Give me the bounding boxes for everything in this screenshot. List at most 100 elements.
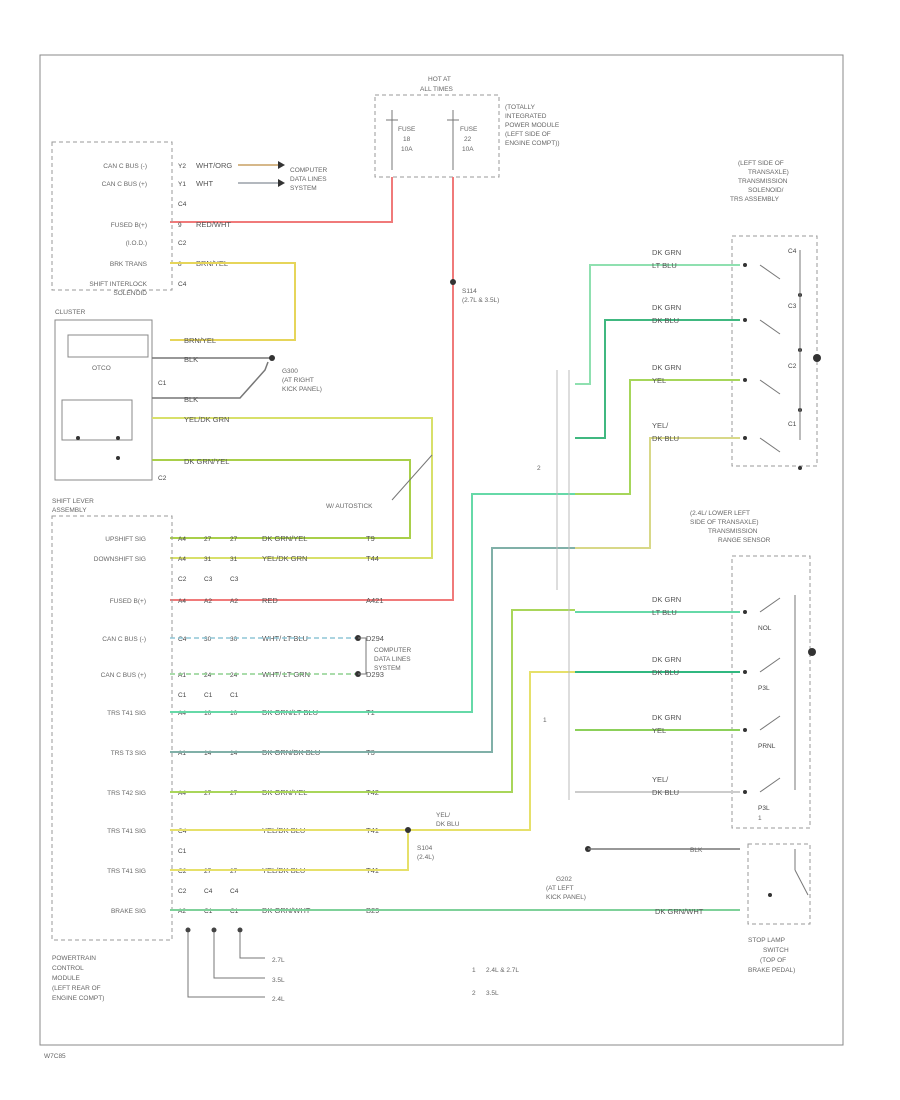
autostick-label: W/ AUTOSTICK — [326, 503, 373, 510]
pcm-row-pin: 24 — [230, 672, 238, 679]
solenoid-wire — [575, 437, 740, 549]
fuse-box-title-line1: HOT AT — [428, 76, 451, 83]
pcm-row-pin: 27 — [230, 868, 238, 875]
cluster-outline — [54, 319, 153, 481]
pcm-row-circuit: T9 — [366, 534, 375, 543]
pcm-row-pin: 30 — [204, 636, 212, 643]
range-sensor-wire-color1: DK GRN — [652, 655, 681, 664]
solenoid-wire — [575, 379, 740, 495]
cluster-wire-0: BRN/YEL — [184, 336, 216, 345]
sol-title-2: TRANSAXLE) — [748, 169, 789, 176]
pcm-row-pin: C2 — [178, 576, 187, 583]
pcm-title-3: MODULE — [52, 975, 80, 982]
pcm-row-pin: C4 — [178, 636, 187, 643]
top-row-pin: C2 — [178, 240, 187, 247]
pcm-row-pin: 24 — [204, 672, 212, 679]
pcm-row-pin: 10 — [230, 710, 238, 717]
pcm-row-pin: C4 — [204, 888, 213, 895]
splice-s104-note: (2.4L) — [417, 854, 434, 861]
solenoid-wire-color2: YEL — [652, 376, 666, 385]
splice-s114-dot — [450, 279, 456, 285]
data-line-arrow-1 — [278, 161, 285, 169]
range-sensor-outline — [731, 555, 811, 829]
top-computer-line3: SYSTEM — [290, 185, 317, 192]
pcm-row-pin: C1 — [204, 908, 213, 915]
pcm-title-1: POWERTRAIN — [52, 955, 96, 962]
solenoid-wire-color2: LT BLU — [652, 261, 677, 270]
pcm-leg-2: 3.5L — [272, 977, 285, 984]
rs-title-1: (2.4L/ LOWER LEFT — [690, 510, 750, 517]
pcm-row-pin: C2 — [178, 868, 187, 875]
cluster-coil-box — [67, 334, 149, 358]
pcm-row-pin: 31 — [230, 556, 238, 563]
pcm-row-pin: C3 — [204, 576, 213, 583]
top-row-label: SHIFT INTERLOCK — [89, 281, 147, 288]
module-line1: (TOTALLY — [505, 104, 536, 111]
pcm-row-pin: C1 — [204, 692, 213, 699]
top-row-label: CAN C BUS (+) — [102, 181, 147, 188]
pcm-row-pin: 27 — [230, 536, 238, 543]
solenoid-switch-label: C3 — [788, 303, 797, 310]
stop-lamp-title-3: (TOP OF — [760, 957, 786, 964]
pcm-row-pin: 27 — [230, 790, 238, 797]
solenoid-switch — [759, 264, 781, 280]
pcm-row-circuit: D293 — [366, 670, 384, 679]
range-sensor-wire-color1: DK GRN — [652, 713, 681, 722]
sol-title-5: TRS ASSEMBLY — [730, 196, 780, 203]
cluster-switch-box — [61, 399, 133, 441]
range-sensor-switch — [759, 715, 781, 731]
top-row-label: SOLENOID — [113, 290, 147, 297]
top-row-wire: RED/WHT — [196, 220, 231, 229]
solenoid-pin-dot — [743, 263, 747, 267]
range-sensor-switch-label: PRNL — [758, 743, 776, 750]
pcm-row-pin: 14 — [230, 750, 238, 757]
fuse-18-rating: 10A — [401, 146, 413, 153]
range-sensor-ground-dot — [808, 648, 816, 656]
data-line-arrow-2 — [278, 179, 285, 187]
pcm-leg-1: 2.7L — [272, 957, 285, 964]
stop-lamp-outline — [747, 843, 811, 925]
pcm-row-pin: 27 — [204, 790, 212, 797]
pcm-row-pin: C1 — [178, 692, 187, 699]
pcm-row-pin: A4 — [178, 598, 186, 605]
top-computer-line2: DATA LINES — [290, 176, 327, 183]
pcm-row-pin: 10 — [204, 710, 212, 717]
pcm-row-pin: A4 — [178, 790, 186, 797]
top-row-label: (I.O.D.) — [126, 240, 147, 247]
module-line3: POWER MODULE — [505, 122, 560, 129]
range-sensor-wire-color2: LT BLU — [652, 608, 677, 617]
cluster-wire-4: DK GRN/YEL — [184, 457, 229, 466]
solenoid-wire-color2: DK BLU — [652, 434, 679, 443]
rs-mark: 1 — [758, 815, 762, 822]
cluster-wire-1: BLK — [184, 355, 198, 364]
cluster-coil-label: OTCO — [92, 365, 111, 372]
solenoid-switch — [759, 437, 781, 453]
g202-line3: KICK PANEL) — [546, 894, 586, 901]
top-row-label: CAN C BUS (-) — [103, 163, 147, 170]
yel-dkblu-2: DK BLU — [436, 821, 460, 828]
pcm-row-pin: 27 — [204, 868, 212, 875]
pcm-title-4: (LEFT REAR OF — [52, 985, 101, 992]
g202-line2: (AT LEFT — [546, 885, 574, 892]
top-row-label: BRK TRANS — [110, 261, 148, 268]
pcm-row-wire: DK GRN/YEL — [262, 534, 307, 543]
pcm-outline — [51, 515, 173, 941]
pcm-row-pin: A1 — [178, 672, 186, 679]
solenoid-switch — [759, 379, 781, 395]
top-row-pin: C4 — [178, 201, 187, 208]
top-row-pin: Y1 — [178, 181, 186, 188]
cluster-c2: C2 — [158, 475, 167, 482]
solenoid-wire-color1: DK GRN — [652, 363, 681, 372]
pcm-row-pin: 27 — [204, 536, 212, 543]
pcm-row-pin: A2 — [230, 598, 238, 605]
pcm-row-pin: C3 — [230, 576, 239, 583]
legend-text-1: 2.4L & 2.7L — [486, 967, 519, 974]
pcm-row-wire: RED — [262, 596, 278, 605]
module-line4: (LEFT SIDE OF — [505, 131, 551, 138]
fuse-22-label: FUSE — [460, 126, 478, 133]
pcm-row-pin: C4 — [178, 828, 187, 835]
range-sensor-wire-color2: DK BLU — [652, 668, 679, 677]
solenoid-wire-color2: DK BLU — [652, 316, 679, 325]
range-sensor-switch — [759, 657, 781, 673]
shift-lever-title-2: ASSEMBLY — [52, 507, 87, 514]
